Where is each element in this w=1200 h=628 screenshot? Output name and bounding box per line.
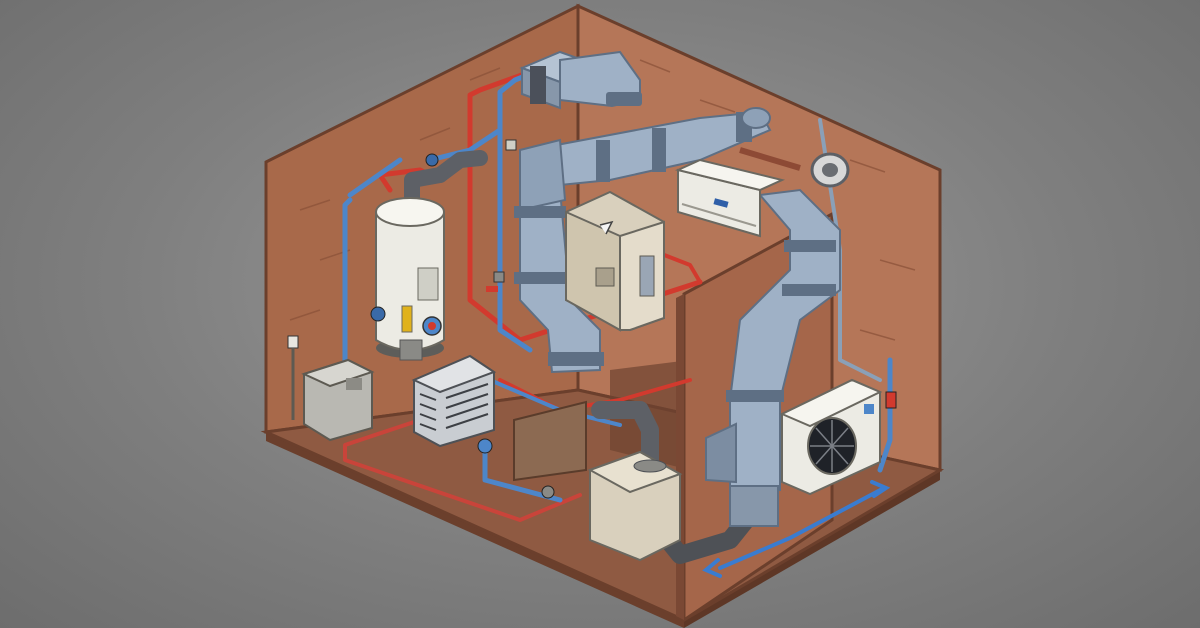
- duct-band-right-3: [726, 390, 784, 402]
- floor-cold-line: [482, 442, 563, 503]
- wall-ac-louver: [681, 203, 757, 227]
- sump-box: [287, 335, 375, 442]
- heater-flue: [432, 150, 488, 183]
- floor-heat-line: [343, 418, 582, 522]
- wall-vent-group: [739, 107, 850, 188]
- valve-floor-blue: [477, 438, 493, 454]
- duct-band-left-3: [548, 352, 604, 366]
- cold-inlet-top: [347, 157, 403, 198]
- heater-dial-center: [428, 322, 436, 330]
- sump-latch: [346, 378, 362, 390]
- wall-ac-display: [713, 198, 729, 208]
- retaining-board: [513, 400, 587, 482]
- duct-collar-top: [606, 92, 642, 106]
- cabinet-gauge: [639, 255, 655, 297]
- cabinet-arrow-icon: [599, 220, 614, 235]
- duct-band-2: [652, 128, 666, 172]
- duct-supply-opening: [530, 66, 546, 104]
- boiler-cabinet: [565, 190, 665, 332]
- flow-line-floor: [718, 486, 886, 570]
- outdoor-service-port: [864, 404, 874, 414]
- electrical-box-icon: [287, 335, 299, 349]
- valve-red-line: [493, 271, 505, 283]
- floor-edge-front-left: [266, 432, 684, 628]
- duct-base-side: [705, 422, 737, 484]
- wall-ac-top: [674, 158, 786, 192]
- duct-main-trunk: [528, 110, 772, 187]
- ductwork: [514, 50, 841, 527]
- condenser-top: [411, 354, 497, 394]
- floor-edge-front-right: [684, 470, 940, 628]
- duct-left-elbow: [519, 138, 567, 212]
- mini-split-outdoor: [779, 378, 883, 496]
- duct-band-right-2: [782, 284, 836, 296]
- duct-right-drop: [729, 188, 841, 491]
- valves: [425, 139, 897, 499]
- heater-relief-valve: [370, 306, 386, 322]
- valve-handle-red: [486, 286, 498, 292]
- outdoor-fan-blades: [810, 420, 854, 472]
- duct-band-left-1: [514, 206, 566, 218]
- flow-arrowhead-right: [870, 480, 891, 498]
- heater-vent: [404, 167, 448, 213]
- valve-floor-coupling: [541, 485, 555, 499]
- condenser-unit: [411, 354, 497, 448]
- valve-top-blue: [425, 153, 439, 167]
- heater-drain-fitting: [399, 339, 423, 361]
- sump-top: [301, 358, 375, 388]
- outdoor-unit-line: [877, 357, 893, 473]
- duct-wall-collar: [741, 107, 771, 129]
- drain-elbow: [591, 401, 659, 469]
- duct-base-box: [729, 485, 779, 527]
- duct-band-left-2: [514, 272, 566, 284]
- mini-split-indoor: [674, 158, 786, 238]
- heater-gas-valve: [401, 305, 413, 333]
- outdoor-unit-top: [779, 378, 883, 428]
- flow-arrowhead-left: [702, 558, 722, 578]
- round-vent-core: [822, 163, 838, 177]
- cold-water-line-left: [342, 197, 353, 423]
- valve-outdoor-red: [885, 391, 897, 409]
- duct-band-right-1: [784, 240, 836, 252]
- hot-water-line-main: [467, 69, 533, 343]
- wall-sleeve-pipe: [739, 147, 801, 171]
- heater-label-plate: [417, 267, 439, 301]
- wall-partition-edge: [676, 294, 684, 620]
- duct-band-1: [596, 140, 610, 182]
- pump-box: [587, 450, 683, 562]
- cabinet-control-panel: [595, 267, 615, 287]
- water-heater: [370, 197, 445, 361]
- pipe-clamp: [505, 139, 517, 151]
- pump-box-outlet: [633, 459, 667, 473]
- condenser-grille: [419, 383, 489, 431]
- flow-arrows: [702, 480, 891, 578]
- heater-top: [375, 197, 445, 227]
